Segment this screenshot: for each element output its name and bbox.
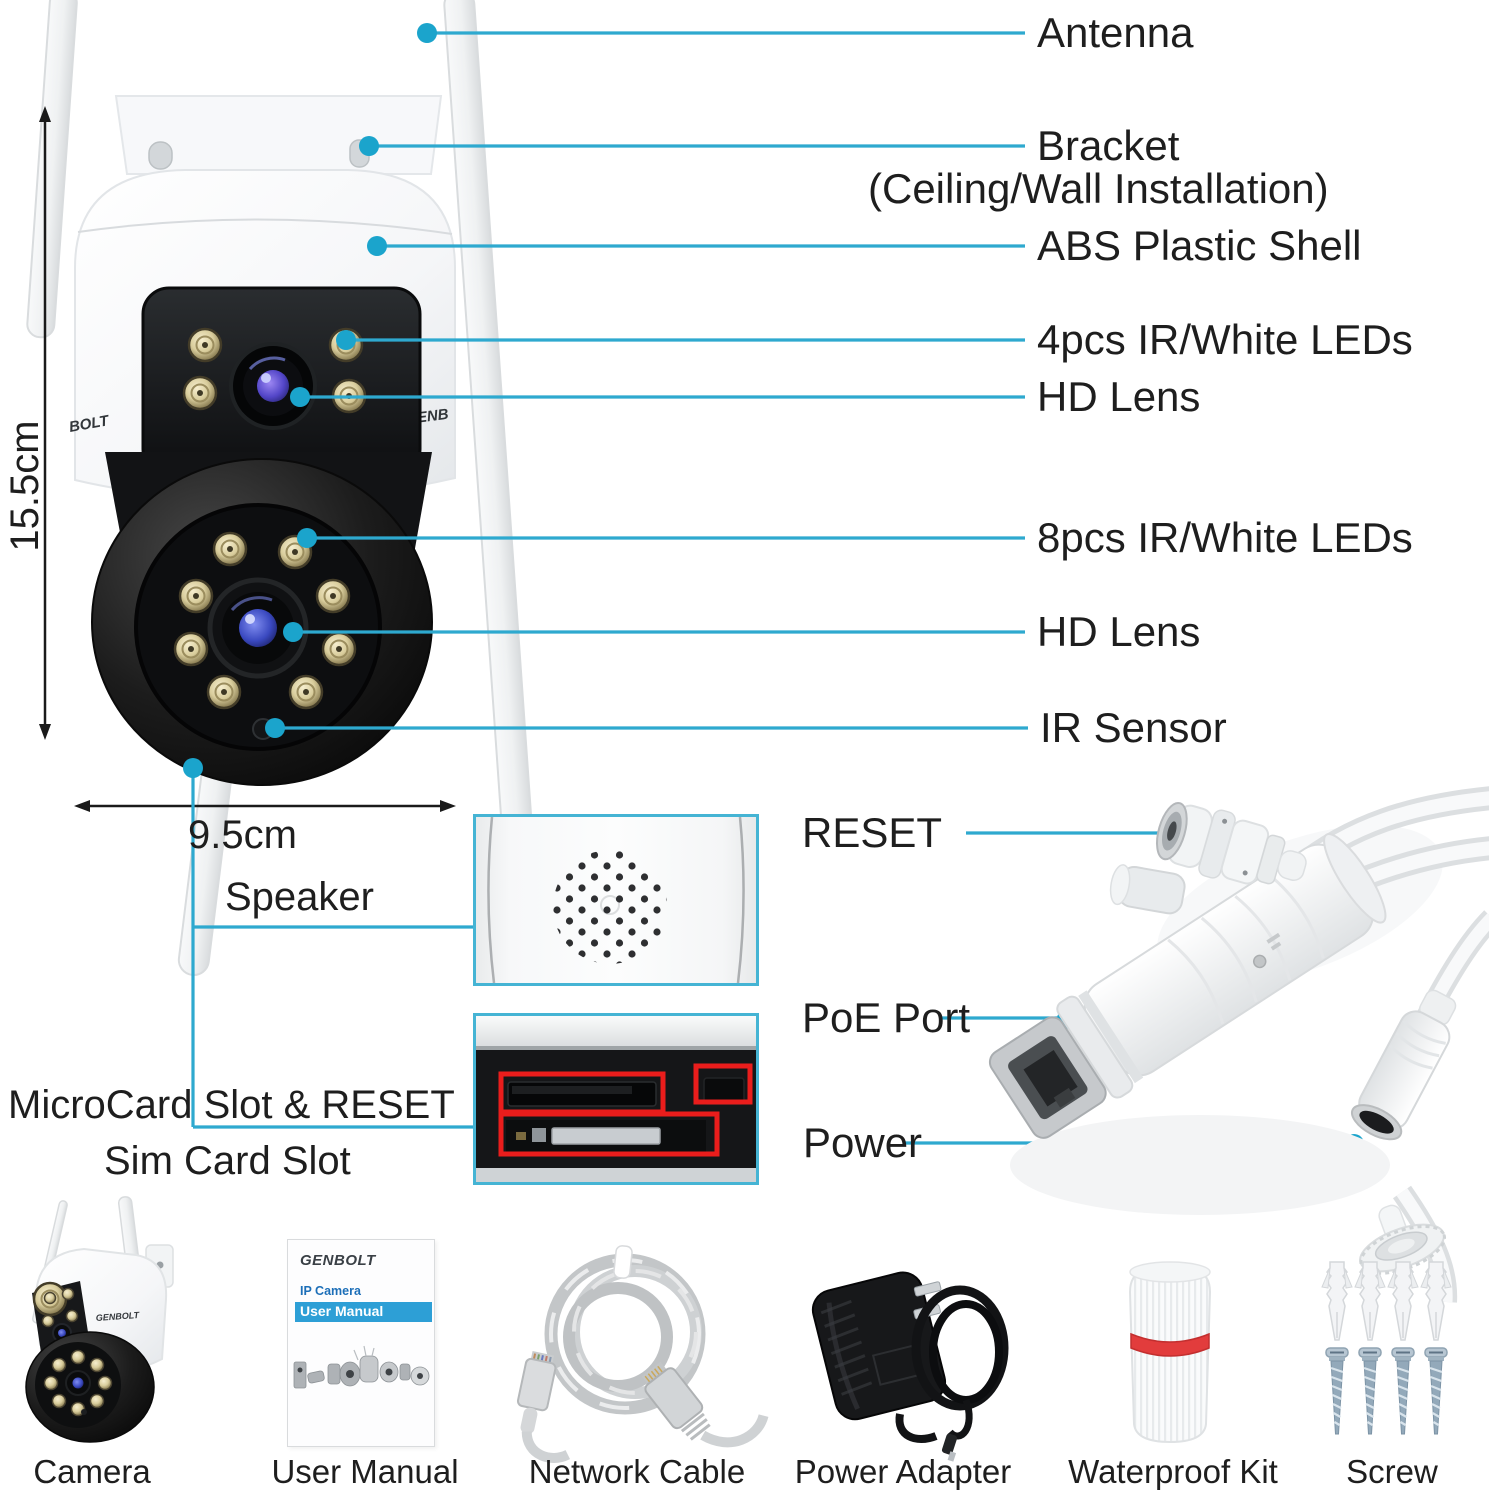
waterproof-cap [1359,1204,1447,1275]
label-speaker: Speaker [225,875,374,919]
manual-brand-logo: GENBOLT [300,1252,376,1269]
speaker-grille [553,850,667,964]
brand-fragment-left: BOLT [68,412,112,436]
label-reset: RESET [802,809,943,856]
accessory-label-network-cable: Network Cable [528,1453,746,1490]
red-annotation-boxes [498,1063,753,1157]
reset-connector [1156,801,1307,885]
label-height-dimension: 15.5cm [3,420,47,552]
card-slot-inset-photo [473,1013,759,1185]
label-microcard-slot: MicroCard Slot & RESET [8,1083,455,1127]
power-connector [1350,989,1457,1141]
manual-title: User Manual [300,1303,384,1319]
speaker-inset-photo [473,814,759,986]
accessory-label-power-adapter: Power Adapter [794,1453,1012,1490]
accessory-label-user-manual: User Manual [271,1453,459,1490]
accessory-waterproof-kit-photo [1128,1261,1212,1444]
label-bracket-sub: (Ceiling/Wall Installation) [868,165,1329,212]
label-power: Power [803,1119,923,1166]
accessory-power-adapter-photo [811,1271,1009,1462]
label-hd-lens-ptz: HD Lens [1037,608,1201,655]
antenna-right [443,0,535,874]
mini-brand-logo: GENBOLT [95,1310,140,1323]
label-ir-sensor: IR Sensor [1040,704,1227,751]
accessory-network-cable-photo [516,1245,769,1463]
poe-port-connector [988,832,1387,1139]
label-sim-card-slot: Sim Card Slot [104,1139,351,1183]
manual-category: IP Camera [300,1284,361,1298]
label-hd-lens-front: HD Lens [1037,373,1201,420]
dimension-lines [43,118,444,808]
pigtail-cable-photo [988,786,1489,1303]
ptz-hd-lens [207,577,309,679]
accessory-label-camera: Camera [33,1453,151,1490]
accessory-label-waterproof-kit: Waterproof Kit [1068,1453,1278,1490]
label-leds-front: 4pcs IR/White LEDs [1037,316,1413,363]
manual-artwork [293,1345,430,1389]
sim-tray [551,1127,661,1145]
label-poe-port: PoE Port [802,994,971,1041]
accessory-user-manual-photo: GENBOLT IP Camera User Manual [287,1239,435,1447]
antenna-left [26,0,78,339]
accessory-camera-photo: GENBOLT [25,1196,174,1443]
label-leds-ptz: 8pcs IR/White LEDs [1037,514,1413,561]
front-hd-lens [229,342,317,430]
accessory-screws-photo [1321,1261,1452,1436]
manual-title-bar: User Manual [295,1302,432,1322]
accessory-label-screw: Screw [1346,1453,1438,1490]
label-antenna: Antenna [1037,9,1194,56]
label-width-dimension: 9.5cm [188,813,297,857]
label-bracket: Bracket [1037,122,1180,169]
label-abs-shell: ABS Plastic Shell [1037,222,1362,269]
main-camera-photo: BOLT GENB [26,0,535,976]
